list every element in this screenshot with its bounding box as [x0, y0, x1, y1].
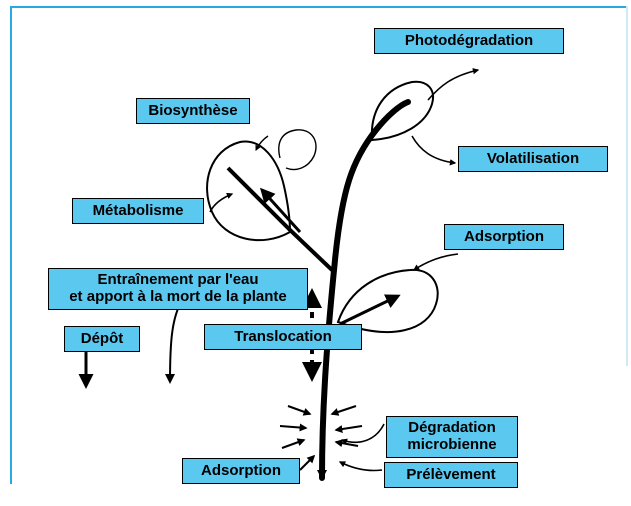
label-adsorption-top: Adsorption [444, 224, 564, 250]
left-leaf-arrow [262, 190, 300, 232]
top-leaf [372, 82, 433, 140]
biosynthese-arrow [279, 130, 316, 170]
label-adsorption-bottom: Adsorption [182, 458, 300, 484]
label-prelevement: Prélèvement [384, 462, 518, 488]
prelevement-arrow [340, 462, 382, 471]
label-photodegradation: Photodégradation [374, 28, 564, 54]
label-entrainement: Entraînement par l'eau et apport à la mo… [48, 268, 308, 310]
label-degradation-microbienne: Dégradation microbienne [386, 416, 518, 458]
label-depot: Dépôt [64, 326, 140, 352]
label-volatilisation: Volatilisation [458, 146, 608, 172]
label-translocation: Translocation [204, 324, 362, 350]
label-biosynthese: Biosynthèse [136, 98, 250, 124]
metabolisme-arrow [210, 194, 232, 212]
left-branch [228, 168, 332, 270]
label-metabolisme: Métabolisme [72, 198, 204, 224]
degradation-arrow [342, 424, 384, 442]
volatilisation-arrow [412, 136, 455, 163]
entrainement-arrow [170, 300, 182, 382]
adsorption-top-arrow [414, 254, 458, 270]
photodegradation-arrow [428, 70, 478, 100]
